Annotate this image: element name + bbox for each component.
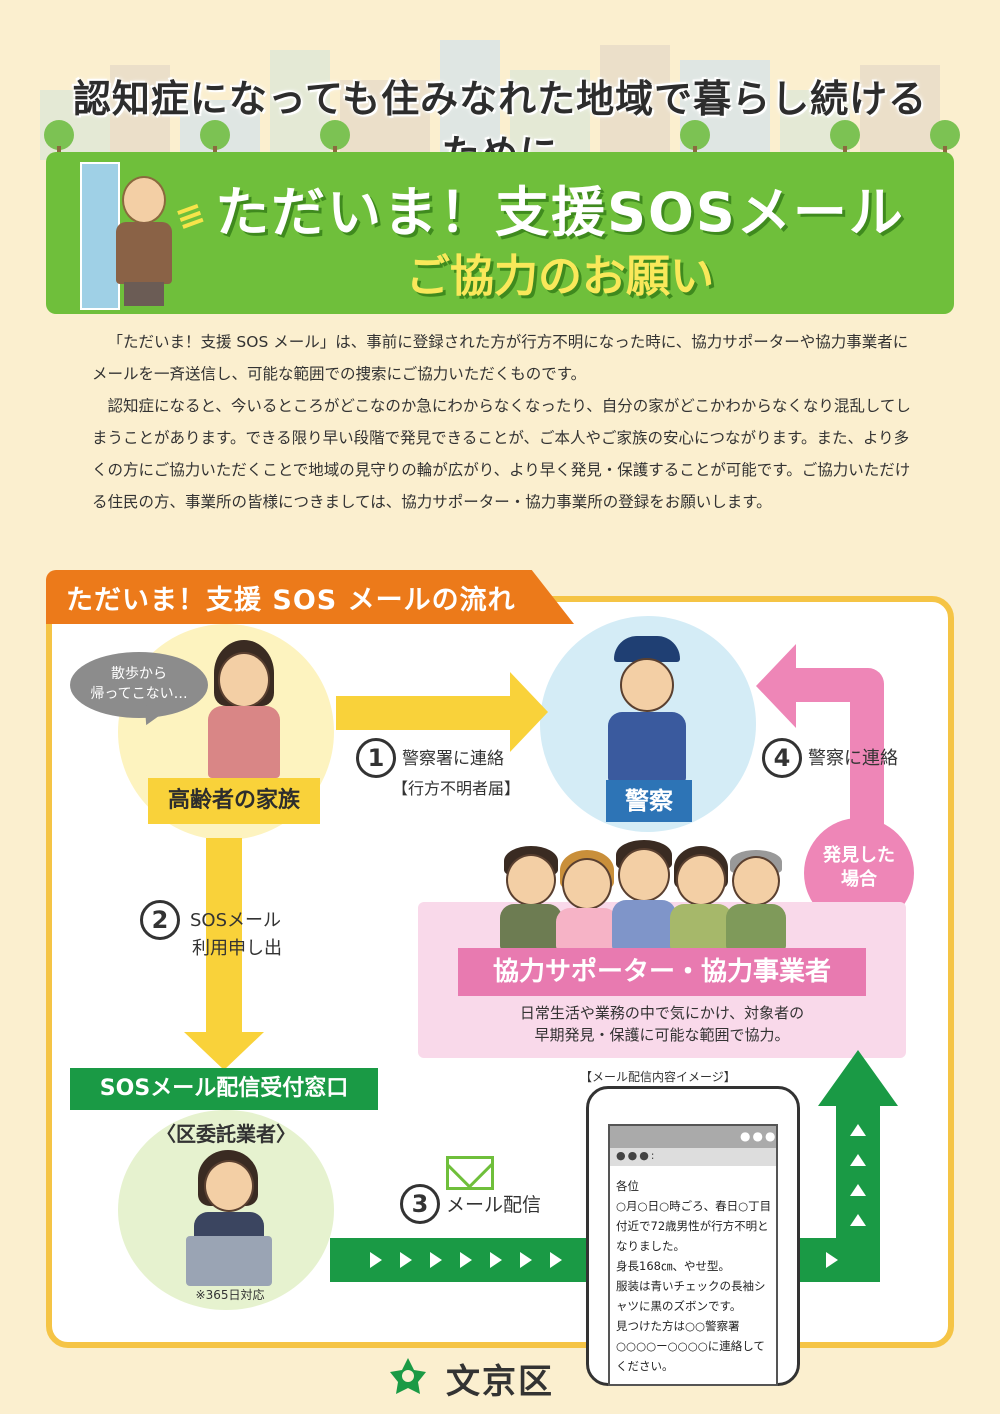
title-banner (46, 152, 954, 314)
step-1-text: 警察署に連絡 (402, 749, 504, 769)
arrow-head-right-icon (510, 672, 548, 752)
bubble-text: 散歩から 帰ってこない… (90, 666, 188, 702)
bunkyo-ward-logo-icon (390, 1358, 426, 1394)
arrow-head-up-icon (818, 1050, 898, 1106)
found-text: 発見した 場合 (823, 845, 895, 890)
intro-paragraph-2: 認知症になると、今いるところがどこなのか急にわからなくなったり、自分の家がどこか… (92, 397, 911, 511)
mail-icon (446, 1156, 494, 1190)
arrow-family-to-police (336, 696, 512, 730)
operator-illustration (184, 1150, 274, 1290)
page-title: ただいま！支援SOSメール (215, 181, 905, 244)
supporter-label: 協力サポーター・協力事業者 (458, 948, 866, 996)
chevron-right-icon (490, 1252, 502, 1268)
police-label: 警察 (606, 780, 692, 822)
phone-screen (608, 1124, 778, 1386)
family-label: 高齢者の家族 (148, 778, 320, 824)
phone-subheader-bar (610, 1148, 776, 1166)
phone-header-dots: ●●● (740, 1129, 778, 1143)
step-1-number: 1 (356, 738, 396, 778)
window-sublabel: 〈区委託業者〉 (156, 1122, 296, 1146)
arrow-head-left-icon (756, 644, 796, 728)
chevron-up-icon (850, 1184, 866, 1196)
family-speech-bubble: 散歩から 帰ってこない… (70, 652, 208, 718)
step-2-text: SOSメール (190, 910, 282, 931)
arrow-family-to-window (206, 838, 242, 1038)
step-1-sub: 【行方不明者届】 (392, 779, 521, 798)
arrow-supporter-to-police (850, 690, 884, 830)
chevron-up-icon (850, 1154, 866, 1166)
chevron-right-icon (370, 1252, 382, 1268)
phone-message: 各位 ○月○日○時ごろ、春日○丁目付近で72歳男性が行方不明となりました。 身長… (616, 1179, 772, 1373)
header-subtitle: 認知症になっても住みなれた地域で暮らし続けるために (72, 77, 928, 176)
chevron-right-icon (400, 1252, 412, 1268)
intro-text: 「ただいま！支援 SOS メール」は、事前に登録された方が行方不明になった時に、… (92, 326, 912, 518)
police-officer-illustration (592, 636, 702, 782)
flow-tab (46, 570, 574, 624)
step-3-number: 3 (400, 1184, 440, 1224)
family-woman-illustration (196, 640, 292, 780)
phone-caption: 【メール配信内容イメージ】 (580, 1070, 736, 1084)
arrow-head-down-icon (184, 1032, 264, 1070)
chevron-right-icon (430, 1252, 442, 1268)
phone-subheader-dots: ●●●: (616, 1149, 657, 1162)
step-3-text: メール配信 (446, 1194, 542, 1216)
chevron-right-icon (460, 1252, 472, 1268)
phone-header-bar (610, 1126, 776, 1148)
chevron-up-icon (850, 1124, 866, 1136)
step-4-number: 4 (762, 738, 802, 778)
elderly-man-illustration (112, 176, 176, 306)
page-subtitle: ご協力のお願い (406, 251, 714, 302)
supporter-description: 日常生活や業務の中で気にかけ、対象者の 早期発見・保護に可能な範囲で協力。 (519, 1004, 805, 1044)
step-2-sub: 利用申し出 (192, 938, 282, 959)
note-365: ※365日対応 (195, 1288, 265, 1302)
chevron-right-icon (826, 1252, 838, 1268)
chevron-right-icon (520, 1252, 532, 1268)
arrow-supporter-to-police-top (792, 668, 884, 702)
intro-paragraph-1: 「ただいま！支援 SOS メール」は、事前に登録された方が行方不明になった時に、… (92, 333, 909, 383)
step-2-number: 2 (140, 900, 180, 940)
supporters-group-illustration (500, 840, 790, 950)
window-label: SOSメール配信受付窓口 (70, 1068, 378, 1110)
chevron-up-icon (850, 1214, 866, 1226)
flow-tab-label: ただいま！支援 SOS メールの流れ (66, 585, 516, 616)
chevron-right-icon (550, 1252, 562, 1268)
footer-ward-name: 文京区 (446, 1362, 554, 1402)
step-4-text: 警察に連絡 (808, 748, 898, 769)
city-skyline (0, 30, 1000, 160)
